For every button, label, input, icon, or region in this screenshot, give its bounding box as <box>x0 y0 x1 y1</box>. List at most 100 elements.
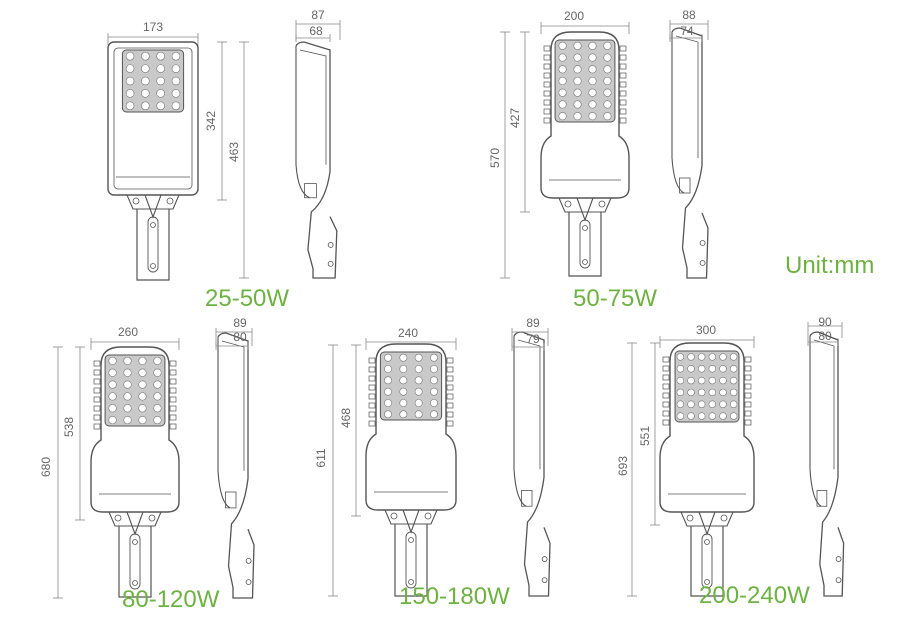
led-lens <box>676 365 685 373</box>
led-lens <box>125 101 135 111</box>
heat-fin <box>368 357 376 364</box>
model-1-side-total-dim: 87 <box>311 8 325 22</box>
vertical-dimension <box>500 31 510 279</box>
heat-fin <box>169 423 177 430</box>
heat-fin <box>368 402 376 409</box>
led-lens <box>399 376 408 385</box>
led-lens <box>719 400 727 408</box>
led-lens <box>558 76 567 86</box>
led-lens <box>125 64 135 73</box>
horizontal-dimension <box>540 22 630 34</box>
bracket-screw <box>598 200 606 208</box>
led-lens <box>430 376 438 385</box>
adapter-bolt <box>408 537 414 543</box>
pole-adapter <box>690 526 724 597</box>
adapter-bolt <box>150 222 156 228</box>
led-lens <box>108 392 117 401</box>
model-4-power-label: 150-180W <box>399 583 510 610</box>
vertical-dimension <box>520 31 530 213</box>
model-2-front-view <box>540 31 630 277</box>
led-lens <box>573 65 582 74</box>
model-5-power-label: 200-240W <box>699 582 810 609</box>
model-5-lens-height-dim: 551 <box>638 426 652 446</box>
led-lens <box>384 365 392 373</box>
vertical-dimension <box>53 346 63 599</box>
heat-fin <box>744 365 752 372</box>
led-lens <box>719 365 727 373</box>
heat-fin <box>744 374 752 381</box>
vertical-dimension <box>239 41 249 279</box>
side-profile-back <box>513 336 527 507</box>
led-lens <box>573 53 582 62</box>
luminaire-body-outline <box>659 342 755 513</box>
model-3-lens-height-dim: 538 <box>62 417 76 437</box>
side-profile-outline <box>295 41 338 279</box>
side-bolt <box>327 260 334 267</box>
heat-fin <box>662 410 670 417</box>
heat-fin <box>93 378 101 385</box>
led-lens <box>141 101 150 111</box>
horizontal-dimension <box>511 343 545 351</box>
heat-fin <box>744 410 752 417</box>
led-lens <box>603 41 612 50</box>
model-1-power-label: 25-50W <box>205 285 289 312</box>
led-lens <box>573 100 582 109</box>
led-lens <box>558 53 567 62</box>
adapter-slot <box>147 216 159 273</box>
led-lens <box>588 41 597 50</box>
led-lens <box>708 412 717 420</box>
led-lens <box>697 412 706 420</box>
model-2-side-view <box>671 27 709 279</box>
led-lens <box>687 412 695 420</box>
side-profile-back <box>295 46 310 199</box>
heat-fin <box>446 384 454 391</box>
led-lens <box>153 415 162 425</box>
bracket-screw <box>686 514 694 522</box>
heat-fin <box>368 393 376 400</box>
led-lens <box>108 368 117 377</box>
led-lens-module <box>121 49 185 113</box>
led-lens <box>153 392 162 401</box>
heat-fin <box>169 360 177 367</box>
led-lens <box>414 365 423 373</box>
led-lens <box>708 388 717 397</box>
led-lens-module <box>379 351 443 421</box>
led-lens <box>156 64 165 73</box>
mount-bracket <box>680 511 734 527</box>
adapter-bolt <box>150 263 156 269</box>
led-lens <box>399 365 408 373</box>
heat-fin <box>93 396 101 403</box>
led-lens <box>414 387 423 396</box>
led-lens <box>603 88 612 97</box>
model-3-body-height-dim: 680 <box>39 457 53 477</box>
led-lens <box>729 412 738 420</box>
led-lens <box>414 376 423 385</box>
led-lens <box>676 400 685 408</box>
bracket-screw <box>390 512 398 520</box>
bracket-screw <box>564 200 572 208</box>
led-lens <box>697 353 706 361</box>
led-lens <box>384 387 392 396</box>
heat-fin <box>662 365 670 372</box>
led-lens <box>697 400 706 408</box>
led-lens <box>558 100 567 109</box>
mount-clamp <box>576 197 594 222</box>
drawings-layer <box>53 20 845 599</box>
led-lens <box>141 89 150 98</box>
led-lens <box>125 51 135 61</box>
led-lens <box>414 410 423 419</box>
led-lens <box>430 399 438 407</box>
heat-fin <box>744 356 752 363</box>
led-lens <box>430 365 438 373</box>
side-driver-box <box>521 489 533 507</box>
led-lens <box>603 112 612 121</box>
heat-fin <box>662 383 670 390</box>
heat-fin <box>662 356 670 363</box>
heat-fin <box>619 72 627 79</box>
led-lens <box>729 353 738 361</box>
adapter-bolt <box>408 579 414 585</box>
heat-fin <box>619 63 627 70</box>
mount-clamp <box>144 194 162 219</box>
led-lens <box>156 89 165 98</box>
pole-adapter <box>136 209 170 281</box>
